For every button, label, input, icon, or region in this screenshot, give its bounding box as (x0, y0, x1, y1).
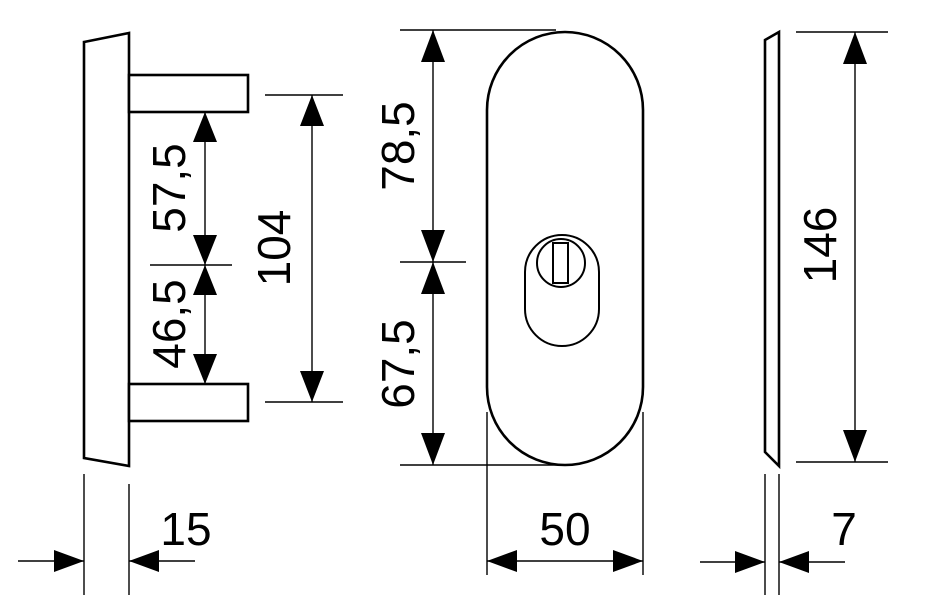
edge-height-dimension (796, 31, 888, 463)
pin-span-dimensions (150, 112, 232, 384)
dimension-label-15: 15 (160, 503, 211, 555)
dimension-label-57-5: 57,5 (143, 143, 195, 233)
side-depth-dimension (18, 474, 195, 595)
side-plate-outline (82, 31, 131, 468)
dimension-label-67-5: 67,5 (372, 319, 424, 409)
edge-view (763, 29, 781, 470)
front-height-dimensions (400, 29, 562, 466)
dimension-label-146: 146 (794, 207, 846, 284)
edge-thickness-dimension (700, 474, 845, 595)
cylinder-cutout (524, 234, 600, 347)
dimension-label-78-5: 78,5 (372, 101, 424, 191)
upper-mounting-pin (127, 73, 250, 114)
lower-mounting-pin (127, 382, 250, 423)
cylinder-rotor (536, 238, 586, 288)
pin-outer-dimension (265, 94, 343, 403)
front-width-dimension (486, 412, 644, 575)
escutcheon-plate-outline (485, 30, 645, 467)
dimension-label-7: 7 (831, 503, 857, 555)
side-view (82, 31, 250, 468)
edge-plate-outline (763, 29, 781, 470)
front-view (485, 30, 645, 467)
dimension-label-46-5: 46,5 (143, 279, 195, 369)
dimension-label-104: 104 (248, 210, 300, 287)
cylinder-key-slot (552, 242, 569, 284)
dimension-label-50: 50 (539, 503, 590, 555)
